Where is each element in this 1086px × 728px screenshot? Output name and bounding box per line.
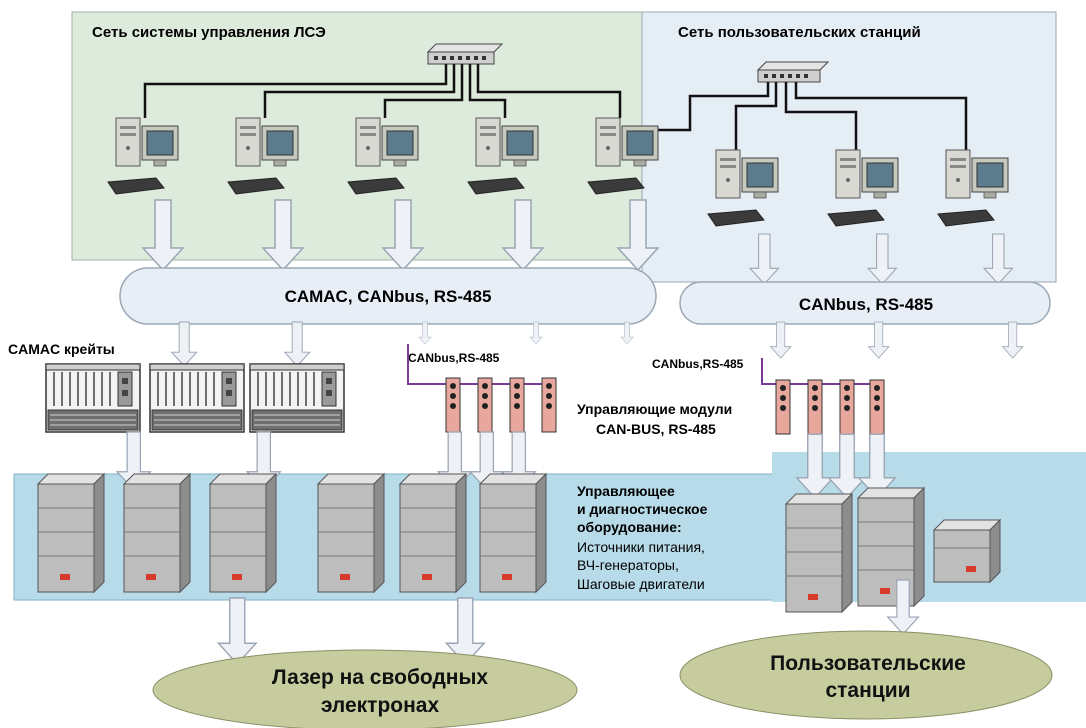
control-network-cables xyxy=(143,64,622,118)
control-module-icon xyxy=(509,377,525,433)
camac-crate-icon xyxy=(45,363,141,433)
equipment-item-power: Источники питания, xyxy=(577,539,705,555)
bus-to-device-arrows xyxy=(170,321,1024,367)
fel-oval xyxy=(152,649,578,728)
user-network-title: Сеть пользовательских станций xyxy=(678,24,921,41)
equipment-cabinet-icon xyxy=(857,487,925,607)
fel-label-line1: Лазер на свободных xyxy=(272,666,489,689)
control-module-icon xyxy=(807,379,823,435)
stations-label-line1: Пользовательские xyxy=(770,652,966,675)
equipment-cabinet-icon xyxy=(399,473,467,593)
user-network-cables xyxy=(652,82,968,150)
equipment-item-motors: Шаговые двигатели xyxy=(577,576,705,592)
camac-crates-label: CAMAC крейты xyxy=(8,341,115,357)
equipment-cabinet-icon xyxy=(479,473,547,593)
control-network-title: Сеть системы управления ЛСЭ xyxy=(92,24,326,41)
modules-label-line1: Управляющие модули xyxy=(577,401,732,417)
equipment-label-line1: Управляющее xyxy=(577,483,675,499)
control-network-hub-icon xyxy=(426,43,504,65)
control-module-icon xyxy=(839,379,855,435)
user-network-hub-icon xyxy=(756,61,830,83)
equipment-cabinet-icon xyxy=(317,473,385,593)
bus-right-label: CANbus, RS-485 xyxy=(799,295,933,314)
equipment-cabinet-icon xyxy=(209,473,277,593)
control-module-icon xyxy=(445,377,461,433)
canbus-tap-left-line xyxy=(407,344,556,385)
canbus-tap-right-label: CANbus,RS-485 xyxy=(652,357,744,371)
camac-crate-icon xyxy=(249,363,345,433)
equipment-cabinet-icon xyxy=(37,473,105,593)
control-module-icon xyxy=(869,379,885,435)
equipment-label-line3: оборудование: xyxy=(577,519,682,535)
canbus-tap-left-label: CANbus,RS-485 xyxy=(408,351,500,365)
equipment-small-cabinet-icon xyxy=(932,518,1002,584)
modules-label-line2: CAN-BUS, RS-485 xyxy=(596,421,716,437)
equipment-label-line2: и диагностическое xyxy=(577,501,708,517)
control-module-icon xyxy=(477,377,493,433)
equipment-cabinet-icon xyxy=(123,473,191,593)
equipment-item-rf: ВЧ-генераторы, xyxy=(577,557,679,573)
camac-crate-icon xyxy=(149,363,245,433)
equipment-cabinet-icon xyxy=(785,493,853,613)
bus-canbus-rs485 xyxy=(679,281,1051,325)
user-network-zone xyxy=(641,11,1057,283)
bus-camac-canbus-rs485 xyxy=(119,267,657,325)
fel-label-line2: электронах xyxy=(321,694,440,717)
bus-left-label: CAMAC, CANbus, RS-485 xyxy=(285,287,492,306)
stations-label-line2: станции xyxy=(825,679,910,702)
control-module-icon xyxy=(775,379,791,435)
control-module-icon xyxy=(541,377,557,433)
user-stations-oval xyxy=(679,630,1053,720)
